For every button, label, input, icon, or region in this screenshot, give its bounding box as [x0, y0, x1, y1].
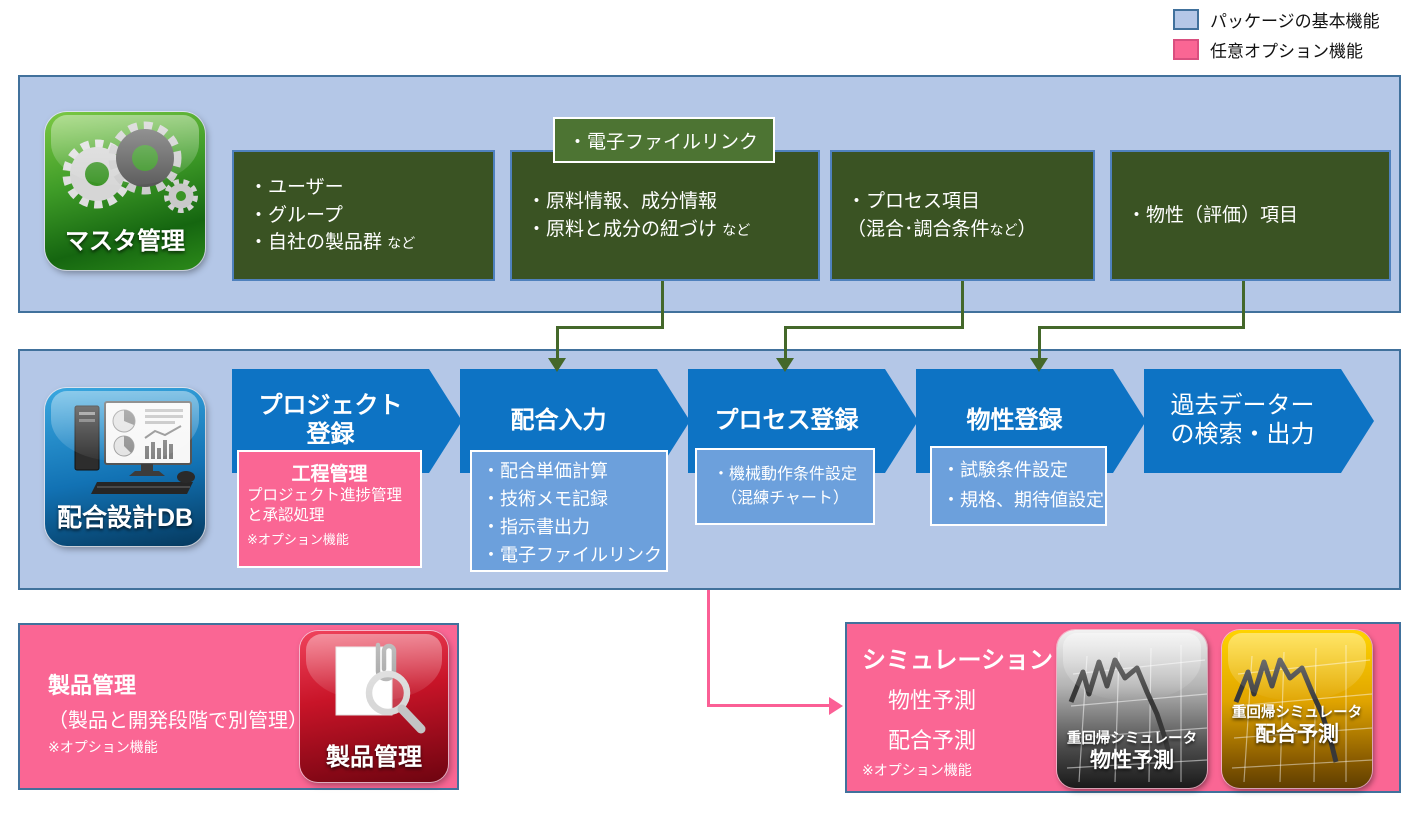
process-management-title: 工程管理 [291, 464, 368, 485]
line-chart-icon [1231, 645, 1372, 783]
master-box-line: （混合･調合条件など） [847, 218, 1037, 240]
gears-icon [62, 121, 198, 213]
legend-item-option: 任意オプション機能 [1173, 36, 1380, 62]
sim1-label: 重回帰シミュレータ 物性予測 [1066, 730, 1198, 772]
connector-green-2 [961, 281, 964, 329]
connector-green-1 [661, 281, 664, 329]
simulation-item-property-prediction: 物性予測 [888, 688, 977, 713]
formulation-prediction-simulator-icon: 重回帰シミュレータ 配合予測 [1222, 630, 1372, 788]
db-icon-label: 配合設計DB [56, 504, 194, 532]
connector-green-2 [784, 326, 787, 360]
option-function-swatch [1173, 38, 1199, 60]
connector-green-arrow-2 [776, 358, 794, 372]
master-box-raw-materials: ・原料情報、成分情報 ・原料と成分の紐づけ など [510, 150, 820, 281]
connector-pink [707, 590, 710, 706]
legend-label-option: 任意オプション機能 [1210, 41, 1363, 61]
legend-label-basic: パッケージの基本機能 [1210, 11, 1380, 31]
efile-link-label: ・電子ファイルリンク [568, 131, 759, 153]
connector-pink-arrow [829, 697, 843, 715]
computer-icon [74, 401, 195, 494]
formulation-input-details-box: ・配合単価計算 ・技術メモ記録 ・指示書出力 ・電子ファイルリンク [470, 450, 668, 572]
master-box-line: ・ユーザー [249, 177, 344, 199]
legend-item-basic: パッケージの基本機能 [1173, 6, 1380, 32]
connector-green-2 [784, 326, 964, 329]
master-box-efile-link: ・電子ファイルリンク [553, 117, 775, 163]
connector-green-3 [1242, 281, 1245, 329]
simulation-item-formulation-prediction: 配合予測 [888, 728, 977, 753]
master-management-app-icon: マスタ管理 [45, 112, 205, 270]
master-box-process-items: ・プロセス項目 （混合･調合条件など） [830, 150, 1095, 281]
product-management-title: 製品管理 [48, 673, 137, 698]
master-icon-label: マスタ管理 [65, 228, 185, 255]
connector-green-3 [1038, 326, 1245, 329]
master-box-line: ・グループ [249, 204, 343, 226]
master-box-line: ・プロセス項目 [847, 190, 981, 212]
product-icon-label: 製品管理 [326, 744, 422, 771]
process-management-note: ※オプション機能 [247, 531, 349, 547]
master-box-line: ・自社の製品群 など [249, 232, 416, 254]
product-management-text: 製品管理 （製品と開発段階で別管理） ※オプション機能 [48, 668, 308, 757]
connector-green-arrow-1 [548, 358, 566, 372]
connector-pink [707, 704, 829, 707]
product-management-subtitle: （製品と開発段階で別管理） [48, 710, 308, 732]
master-box-line: ・原料と成分の紐づけ など [527, 218, 751, 240]
master-box-line: ・原料情報、成分情報 [527, 190, 718, 212]
process-management-body: プロジェクト進捗管理 と承認処理 [247, 487, 403, 525]
product-management-app-icon: 製品管理 [300, 631, 448, 782]
simulation-text: シミュレーション 物性予測 配合予測 ※オプション機能 [862, 640, 1053, 780]
master-box-property-items: ・物性（評価）項目 [1110, 150, 1391, 281]
line-chart-icon [1066, 645, 1207, 783]
connector-green-arrow-3 [1030, 358, 1048, 372]
formulation-db-app-icon: 配合設計DB [45, 388, 205, 546]
chevron-past-data-search: 過去データー の検索・出力 [1144, 369, 1374, 473]
process-registration-details-box: ・機械動作条件設定 （混練チャート） [695, 448, 875, 525]
sim2-label: 重回帰シミュレータ 配合予測 [1231, 704, 1363, 746]
master-box-users: ・ユーザー ・グループ ・自社の製品群 など [232, 150, 495, 281]
connector-green-1 [556, 326, 664, 329]
property-registration-details-box: ・試験条件設定 ・規格、期待値設定 [930, 446, 1107, 526]
process-management-box: 工程管理 プロジェクト進捗管理 と承認処理 ※オプション機能 [237, 450, 422, 568]
simulation-title: シミュレーション [862, 647, 1054, 674]
product-management-note: ※オプション機能 [48, 739, 158, 755]
basic-function-swatch [1173, 8, 1199, 30]
connector-green-1 [556, 326, 559, 360]
legend: パッケージの基本機能 任意オプション機能 [1173, 6, 1380, 66]
connector-green-3 [1038, 326, 1041, 360]
master-box-line: ・物性（評価）項目 [1127, 204, 1299, 226]
simulation-note: ※オプション機能 [862, 762, 972, 778]
property-prediction-simulator-icon: 重回帰シミュレータ 物性予測 [1057, 630, 1207, 788]
document-search-icon [335, 642, 426, 734]
